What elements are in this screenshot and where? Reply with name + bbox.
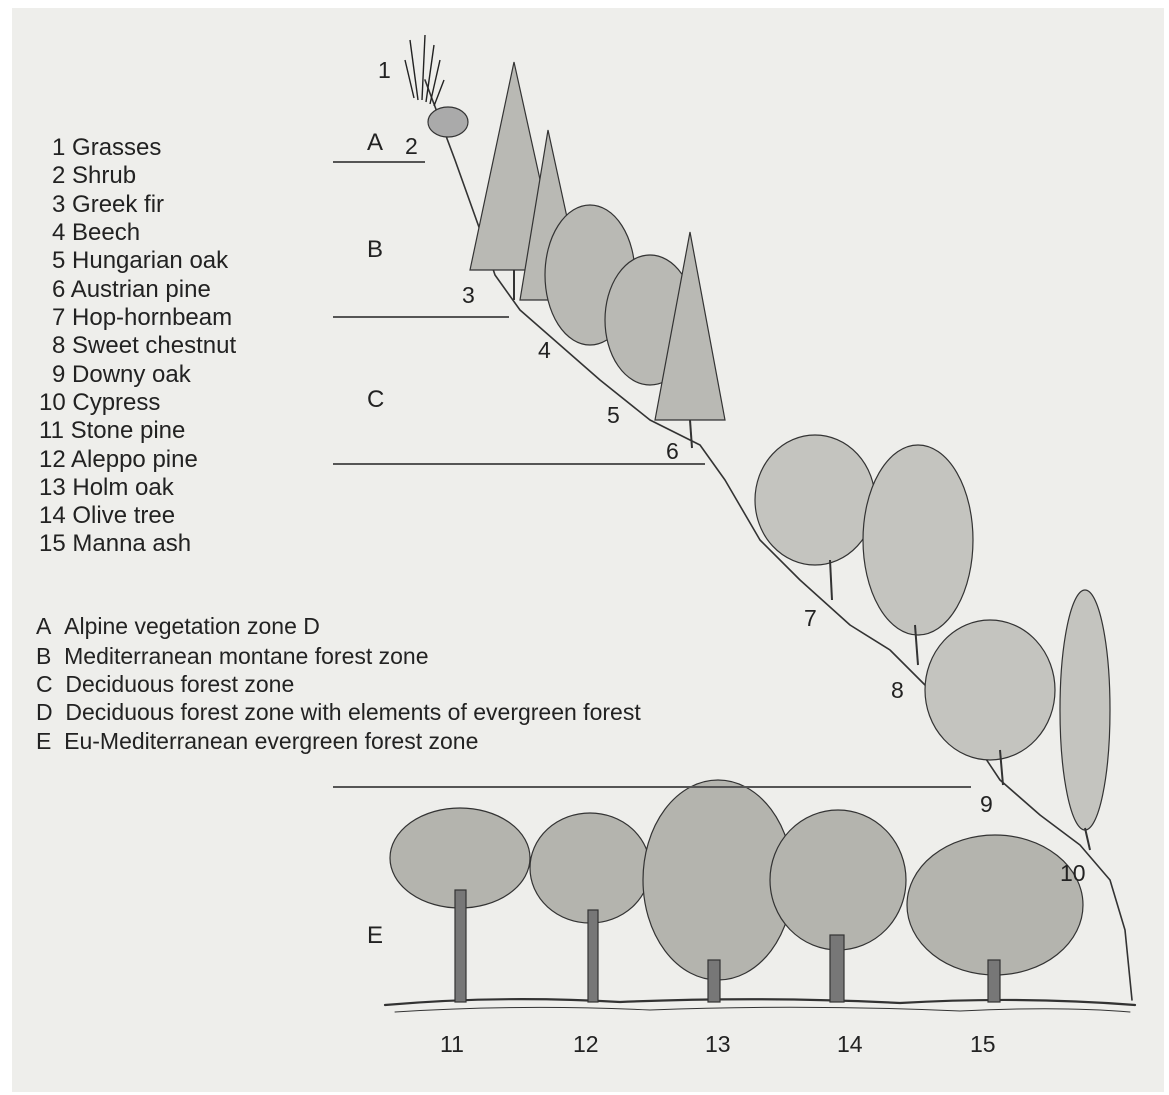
- legend-item-2: 2 Shrub: [52, 164, 136, 188]
- zone-marker-e: E: [367, 924, 383, 948]
- downy-oak-drawing: [925, 620, 1055, 760]
- grasses-drawing: [405, 35, 444, 106]
- tree-number-2: 2: [405, 135, 418, 158]
- tree-number-1: 1: [378, 59, 391, 82]
- legend-item-4: 4 Beech: [52, 221, 140, 245]
- zone-boundary-b-c: [333, 316, 509, 318]
- tree-number-9: 9: [980, 793, 993, 816]
- zone-boundary-c-d: [333, 463, 705, 465]
- legend-item-13: 13 Holm oak: [39, 476, 174, 500]
- tree-number-13: 13: [705, 1033, 731, 1056]
- zone-legend-e: E Eu-Mediterranean evergreen forest zone: [36, 730, 478, 753]
- zone-legend-d: D Deciduous forest zone with elements of…: [36, 701, 641, 724]
- zone-marker-a: A: [367, 131, 383, 155]
- tree-number-15: 15: [970, 1033, 996, 1056]
- legend-item-15: 15 Manna ash: [39, 532, 191, 556]
- legend-item-12: 12 Aleppo pine: [39, 448, 198, 472]
- legend-item-14: 14 Olive tree: [39, 504, 175, 528]
- zone-legend-c: C Deciduous forest zone: [36, 673, 294, 696]
- legend-item-8: 8 Sweet chestnut: [52, 334, 236, 358]
- tree-number-5: 5: [607, 404, 620, 427]
- hop-hornbeam-drawing: [755, 435, 875, 565]
- tree-number-8: 8: [891, 679, 904, 702]
- sweet-chestnut-drawing: [863, 445, 973, 635]
- legend-item-9: 9 Downy oak: [52, 363, 191, 387]
- legend-item-11: 11 Stone pine: [39, 419, 185, 443]
- tree-number-3: 3: [462, 284, 475, 307]
- cypress-drawing: [1060, 590, 1110, 830]
- legend-item-1: 1 Grasses: [52, 136, 161, 160]
- tree-number-6: 6: [666, 440, 679, 463]
- aleppo-pine-drawing: [530, 813, 650, 923]
- legend-item-10: 10 Cypress: [39, 391, 160, 415]
- tree-number-12: 12: [573, 1033, 599, 1056]
- tree-number-7: 7: [804, 607, 817, 630]
- tree-number-10: 10: [1060, 862, 1086, 885]
- zone-boundary-a-b: [333, 161, 425, 163]
- upper-slope-trees: [470, 62, 725, 448]
- legend-item-6: 6 Austrian pine: [52, 278, 211, 302]
- shrub-drawing: [428, 107, 468, 137]
- tree-number-4: 4: [538, 339, 551, 362]
- legend-item-7: 7 Hop-hornbeam: [52, 306, 232, 330]
- zone-marker-c: C: [367, 388, 384, 412]
- tree-number-11: 11: [440, 1033, 464, 1056]
- zone-legend-b: B Mediterranean montane forest zone: [36, 645, 429, 668]
- olive-tree-drawing: [770, 810, 906, 950]
- zone-legend-a: A Alpine vegetation zone D: [36, 615, 320, 638]
- manna-ash-drawing: [907, 835, 1083, 975]
- ground-strip: [385, 999, 1135, 1005]
- zone-marker-b: B: [367, 238, 383, 262]
- tree-number-14: 14: [837, 1033, 863, 1056]
- legend-item-3: 3 Greek fir: [52, 193, 164, 217]
- legend-item-5: 5 Hungarian oak: [52, 249, 228, 273]
- zone-boundary-d-e: [333, 786, 971, 788]
